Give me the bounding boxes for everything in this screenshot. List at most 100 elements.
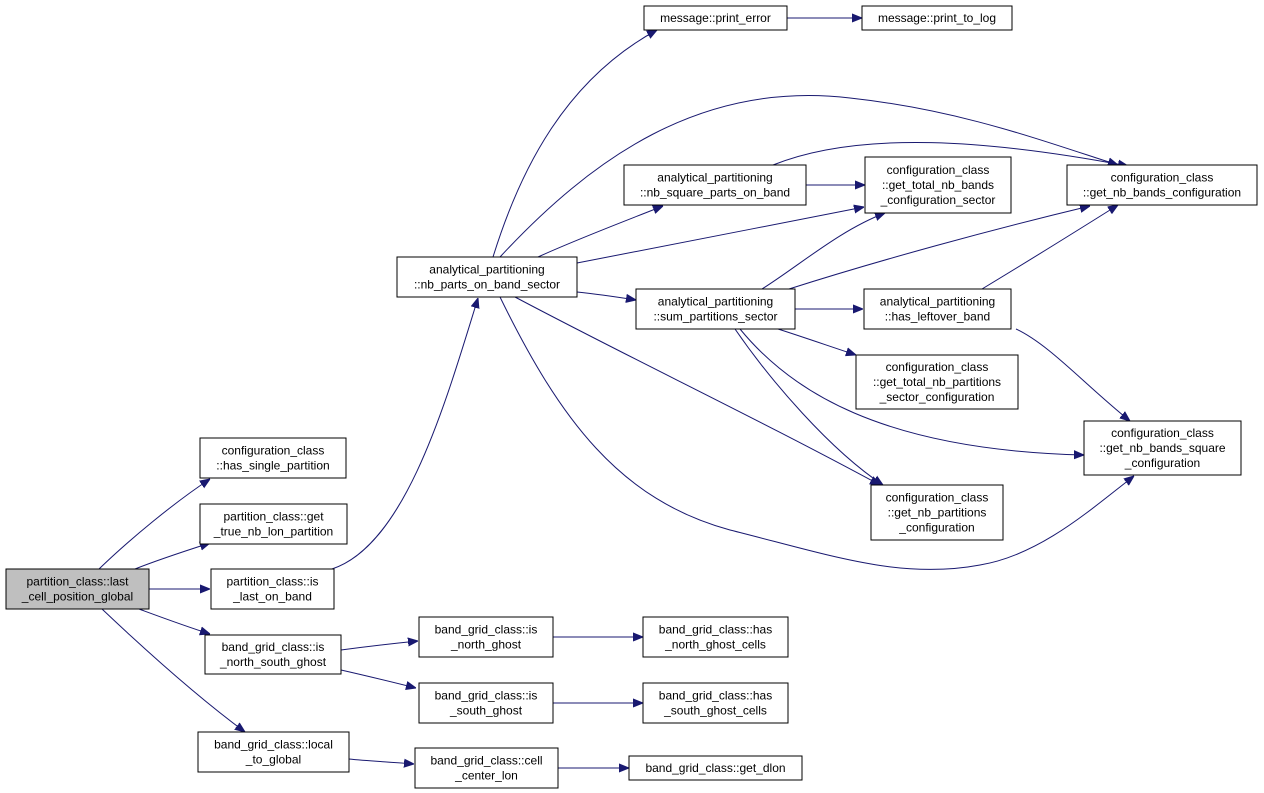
node-box: [635, 288, 796, 330]
node-label-line: band_grid_class::is: [435, 689, 538, 703]
edge-n_nb_parts_on_band_sector-to-n_get_nb_bands_config: [499, 94, 1118, 258]
node-n_print_error[interactable]: message::print_error: [643, 5, 788, 31]
node-label-line: _south_ghost: [449, 704, 523, 718]
node-box: [861, 5, 1013, 31]
node-box: [210, 568, 335, 610]
node-label-line: _configuration: [898, 521, 974, 535]
node-label-line: ::nb_parts_on_band_sector: [414, 278, 560, 292]
edge-n_sum_partitions-to-n_get_total_nb_partitions: [777, 328, 856, 355]
node-n_sum_partitions[interactable]: analytical_partitioning::sum_partitions_…: [635, 288, 796, 330]
node-label-line: configuration_class: [886, 491, 989, 505]
node-box: [396, 256, 578, 298]
node-label-line: analytical_partitioning: [880, 295, 995, 309]
edge-n_nb_parts_on_band_sector-to-n_get_total_nb_bands: [576, 207, 864, 264]
node-n_is_last_on_band[interactable]: partition_class::is_last_on_band: [210, 568, 335, 610]
node-n_is_north_ghost[interactable]: band_grid_class::is_north_ghost: [418, 616, 554, 658]
edge-n_nb_parts_on_band_sector-to-n_get_nb_bands_square: [499, 296, 1134, 570]
node-box: [418, 682, 554, 724]
node-label-line: _north_ghost: [450, 638, 522, 652]
node-label-line: message::print_error: [660, 11, 771, 25]
node-label-line: ::get_nb_bands_square: [1099, 441, 1225, 455]
node-n_get_nb_partitions[interactable]: configuration_class::get_nb_partitions_c…: [870, 484, 1004, 541]
node-label-line: ::get_nb_partitions: [888, 506, 987, 520]
node-label-line: partition_class::last: [26, 575, 129, 589]
node-label-line: partition_class::is: [226, 575, 318, 589]
node-label-line: ::sum_partitions_sector: [653, 310, 777, 324]
node-box: [1083, 420, 1242, 476]
edge-n_has_leftover-to-n_get_nb_bands_config: [981, 205, 1118, 290]
node-label-line: _south_ghost_cells: [663, 704, 767, 718]
node-box: [863, 288, 1012, 330]
node-box: [855, 354, 1019, 410]
node-label-line: configuration_class: [1111, 426, 1214, 440]
edge-n_sum_partitions-to-n_get_nb_bands_square: [739, 328, 1084, 455]
node-n_get_nb_bands_config[interactable]: configuration_class::get_nb_bands_config…: [1066, 164, 1258, 206]
node-label-line: ::nb_square_parts_on_band: [640, 186, 790, 200]
node-box: [642, 682, 789, 724]
node-root[interactable]: partition_class::last_cell_position_glob…: [5, 568, 150, 610]
edge-n_nb_parts_on_band_sector-to-n_get_nb_partitions: [514, 296, 880, 485]
node-label-line: analytical_partitioning: [429, 263, 544, 277]
node-label-line: band_grid_class::get_dlon: [645, 761, 785, 775]
node-n_get_total_nb_bands[interactable]: configuration_class::get_total_nb_bands_…: [864, 156, 1012, 214]
edge-n_is_north_south-to-n_is_south_ghost: [340, 669, 416, 688]
node-n_cell_center_lon[interactable]: band_grid_class::cell_center_lon: [414, 747, 559, 789]
node-n_is_north_south[interactable]: band_grid_class::is_north_south_ghost: [204, 634, 342, 675]
node-box: [414, 747, 559, 789]
node-label-line: ::has_leftover_band: [885, 310, 990, 324]
node-label-line: band_grid_class::is: [222, 640, 325, 654]
node-label-line: ::get_nb_bands_configuration: [1083, 186, 1241, 200]
node-n_get_total_nb_partitions[interactable]: configuration_class::get_total_nb_partit…: [855, 354, 1019, 410]
node-n_has_south_ghost_cells[interactable]: band_grid_class::has_south_ghost_cells: [642, 682, 789, 724]
node-label-line: configuration_class: [887, 163, 990, 177]
node-label-line: _north_ghost_cells: [664, 638, 766, 652]
node-label-line: configuration_class: [886, 360, 989, 374]
edge-root-to-n_get_true_nb: [134, 543, 210, 570]
edge-n_nb_parts_on_band_sector-to-n_nb_square_parts: [537, 206, 663, 258]
node-n_has_leftover[interactable]: analytical_partitioning::has_leftover_ba…: [863, 288, 1012, 330]
node-n_get_nb_bands_square[interactable]: configuration_class::get_nb_bands_square…: [1083, 420, 1242, 476]
node-label-line: band_grid_class::is: [435, 623, 538, 637]
node-n_local_to_global[interactable]: band_grid_class::local_to_global: [197, 731, 350, 773]
node-label-line: band_grid_class::local: [214, 738, 333, 752]
node-box: [418, 616, 554, 658]
edge-n_sum_partitions-to-n_get_nb_partitions: [734, 328, 883, 485]
node-label-line: message::print_to_log: [878, 11, 996, 25]
node-box: [1066, 164, 1258, 206]
node-box: [870, 484, 1004, 541]
node-n_nb_parts_on_band_sector[interactable]: analytical_partitioning::nb_parts_on_ban…: [396, 256, 578, 298]
node-box: [5, 568, 150, 610]
edge-root-to-n_is_north_south: [138, 608, 210, 634]
edge-n_nb_square_parts-to-n_get_nb_bands_config: [772, 141, 1128, 166]
node-label-line: configuration_class: [1111, 171, 1214, 185]
edge-n_local_to_global-to-n_cell_center_lon: [348, 759, 414, 764]
node-label-line: _true_nb_lon_partition: [213, 525, 333, 539]
node-label-line: partition_class::get: [223, 510, 324, 524]
node-label-line: _north_south_ghost: [219, 655, 327, 669]
node-box: [628, 755, 803, 781]
edge-n_sum_partitions-to-n_get_total_nb_bands: [761, 213, 885, 290]
node-box: [204, 634, 342, 675]
node-label-line: ::has_single_partition: [216, 459, 329, 473]
node-n_get_true_nb[interactable]: partition_class::get_true_nb_lon_partiti…: [199, 503, 348, 545]
node-label-line: _sector_configuration: [879, 390, 995, 404]
node-label-line: band_grid_class::has: [659, 623, 772, 637]
node-label-line: analytical_partitioning: [658, 295, 773, 309]
node-box: [197, 731, 350, 773]
node-n_print_to_log[interactable]: message::print_to_log: [861, 5, 1013, 31]
node-n_get_dlon[interactable]: band_grid_class::get_dlon: [628, 755, 803, 781]
nodes-layer: partition_class::last_cell_position_glob…: [5, 5, 1258, 789]
edge-root-to-n_local_to_global: [101, 608, 245, 732]
node-box: [643, 5, 788, 31]
node-n_nb_square_parts[interactable]: analytical_partitioning::nb_square_parts…: [623, 164, 807, 206]
node-label-line: band_grid_class::has: [659, 689, 772, 703]
node-label-line: _configuration_sector: [880, 193, 996, 207]
node-n_has_north_ghost_cells[interactable]: band_grid_class::has_north_ghost_cells: [642, 616, 789, 658]
node-n_has_single[interactable]: configuration_class::has_single_partitio…: [199, 437, 347, 479]
node-box: [864, 156, 1012, 214]
node-n_is_south_ghost[interactable]: band_grid_class::is_south_ghost: [418, 682, 554, 724]
node-box: [642, 616, 789, 658]
edge-n_sum_partitions-to-n_get_nb_bands_config: [788, 206, 1090, 290]
edge-n_nb_parts_on_band_sector-to-n_sum_partitions: [576, 291, 636, 300]
